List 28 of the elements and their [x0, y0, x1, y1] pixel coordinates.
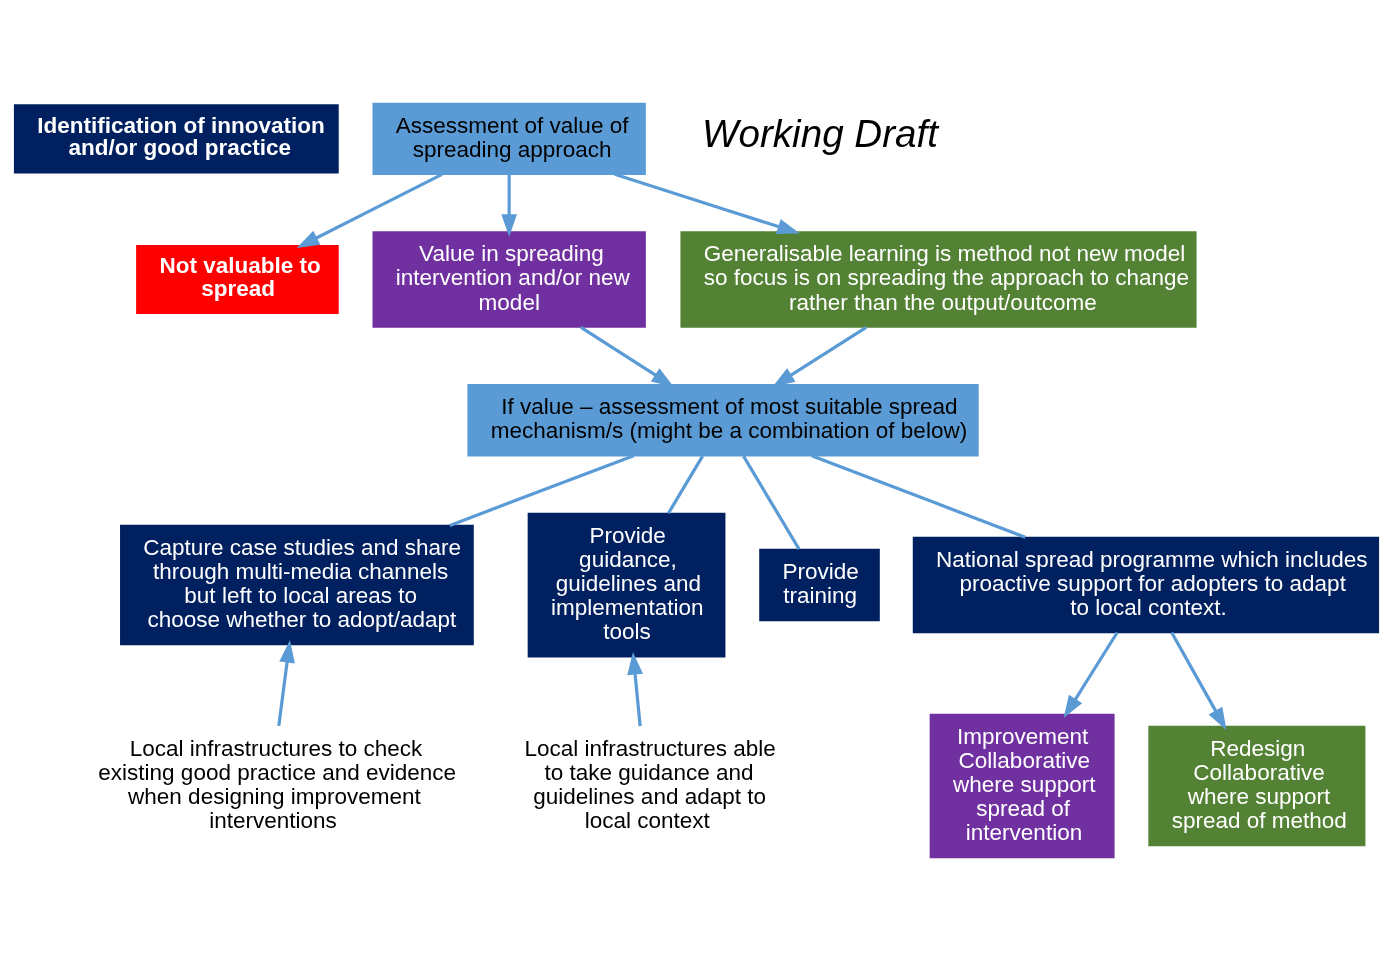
arrow — [1170, 631, 1227, 730]
node-text: Local infrastructures to check existing good practice and evidence when designing improvement interventions — [98, 735, 457, 833]
node-box: Value in spreading intervention and/or new model — [372, 230, 646, 328]
arrow — [772, 325, 868, 387]
node-box: Provide guidance, guidelines and implementation tools — [527, 512, 726, 657]
connector — [449, 453, 635, 527]
arrow — [501, 173, 518, 237]
arrow — [296, 172, 443, 248]
node-box: Capture case studies and share through multi-media channels but left to local areas to choose whether to adopt/adapt — [120, 524, 474, 645]
node-box: If value – assessment of most suitable spread mechanism/s (might be a combination of below) — [467, 383, 979, 456]
arrow — [277, 639, 295, 726]
node-box: Not valuable to spread — [136, 244, 339, 314]
connector — [742, 454, 801, 550]
arrow — [627, 651, 643, 726]
node-box: Identification of innovation and/or good practice — [13, 103, 339, 173]
node-box: Generalisable learning is method not new model so focus is on spreading the approach to change rather than the output/outcome — [680, 230, 1197, 328]
arrow — [580, 325, 675, 387]
arrow — [614, 172, 800, 234]
node-box: Provide training — [759, 548, 880, 621]
connector — [811, 453, 1026, 539]
arrow — [1063, 631, 1119, 718]
label: Working Draft — [702, 111, 938, 155]
node-box: Redesign Collaborative where support spread of method — [1148, 725, 1366, 846]
node-text: Local infrastructures able to take guidance and guidelines and adapt to local context — [524, 735, 776, 833]
node-box: Assessment of value of spreading approach — [372, 102, 646, 175]
node-box: National spread programme which includes proactive support for adopters to adapt to local context. — [912, 536, 1380, 633]
node-box: Improvement Collaborative where support spread of intervention — [929, 713, 1115, 858]
connector — [667, 454, 704, 514]
